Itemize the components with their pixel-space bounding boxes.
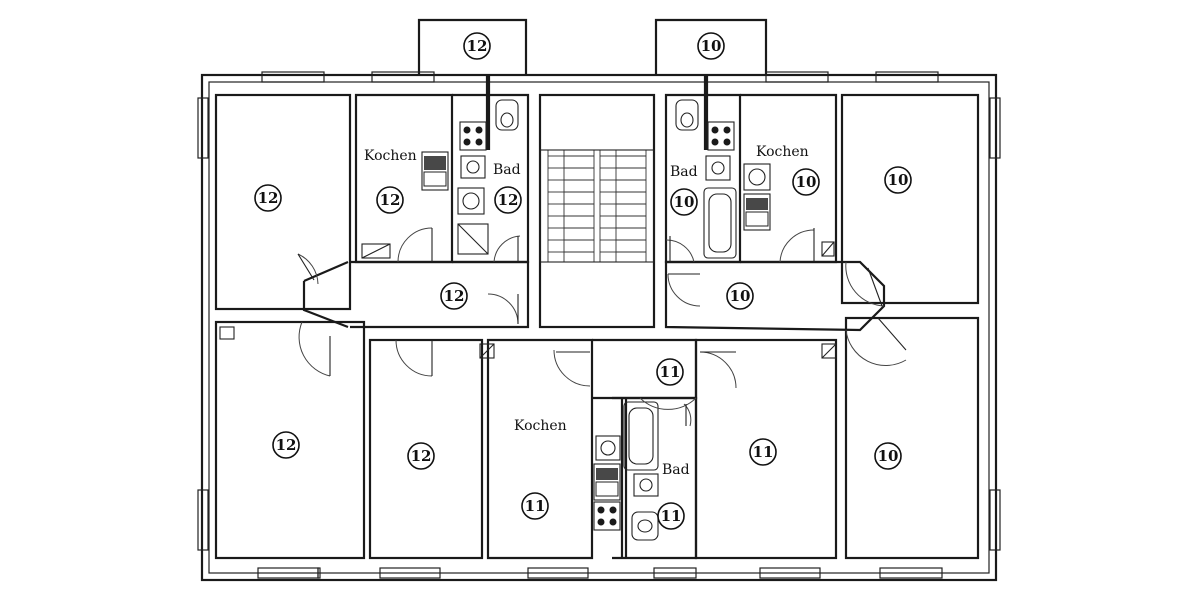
svg-text:11: 11	[660, 363, 681, 381]
room-bottom-right: 10	[874, 442, 902, 470]
stove-icon	[459, 121, 487, 151]
room-top-kitchen-left: 12	[376, 186, 404, 214]
bathtub-icon	[703, 187, 737, 259]
corner-mark-icon	[219, 326, 235, 340]
room-bottom-left: 12	[272, 431, 300, 459]
chimney-icon	[479, 343, 495, 359]
room-bottom-hall: 11	[656, 358, 684, 386]
stove-icon	[707, 121, 735, 151]
room-top-kitchen-right: 10	[792, 168, 820, 196]
sink-icon	[421, 151, 449, 191]
outer-walls	[200, 73, 998, 582]
bath-label-top-right: Bad	[670, 164, 698, 180]
bathtub-icon	[623, 401, 659, 471]
svg-text:10: 10	[796, 173, 817, 191]
svg-text:11: 11	[661, 507, 682, 525]
svg-text:12: 12	[444, 287, 465, 305]
room-bottom-4: 11	[749, 438, 777, 466]
svg-text:12: 12	[276, 436, 297, 454]
washing-machine-icon	[457, 187, 485, 215]
svg-text:11: 11	[525, 497, 546, 515]
room-bottom-kitchen: 11	[521, 492, 549, 520]
kitchen-label-top-right: Kochen	[756, 144, 809, 160]
room-bottom-bath: 11	[657, 502, 685, 530]
svg-text:12: 12	[380, 191, 401, 209]
svg-text:10: 10	[674, 193, 695, 211]
interior-walls-top	[214, 76, 980, 332]
room-hall-left: 12	[440, 282, 468, 310]
staircase	[539, 149, 655, 263]
bath-label-bottom: Bad	[662, 462, 690, 478]
svg-text:10: 10	[701, 37, 722, 55]
room-top-bath-right: 10	[670, 188, 698, 216]
room-top-left: 12	[254, 184, 282, 212]
balcony-left	[417, 18, 528, 75]
svg-text:12: 12	[411, 447, 432, 465]
radiator-icon	[361, 243, 391, 259]
room-balcony-right: 10	[697, 32, 725, 60]
doors	[297, 227, 907, 427]
toilet-icon	[495, 99, 519, 131]
chimney-icon	[821, 343, 837, 359]
stove-icon	[593, 501, 621, 531]
washbasin-icon	[460, 155, 486, 179]
interior-walls-bottom	[214, 316, 980, 560]
svg-text:10: 10	[888, 171, 909, 189]
kitchen-label-top-left: Kochen	[364, 148, 417, 164]
balcony-right	[654, 18, 768, 75]
bath-label-top-left: Bad	[493, 162, 521, 178]
svg-text:12: 12	[258, 189, 279, 207]
svg-text:10: 10	[730, 287, 751, 305]
room-top-right: 10	[884, 166, 912, 194]
washing-machine-icon	[743, 163, 771, 191]
windows	[197, 71, 1001, 579]
washbasin-icon	[633, 473, 659, 497]
shower-icon	[457, 223, 489, 255]
svg-text:12: 12	[467, 37, 488, 55]
sink-icon	[743, 193, 771, 231]
sink-icon	[593, 463, 621, 501]
kitchen-label-bottom: Kochen	[514, 418, 567, 434]
room-balcony-left: 12	[463, 32, 491, 60]
toilet-icon	[675, 99, 699, 131]
room-top-bath-left: 12	[494, 186, 522, 214]
toilet-icon	[631, 511, 659, 541]
room-hall-right: 10	[726, 282, 754, 310]
washbasin-icon	[705, 155, 731, 181]
washing-machine-icon	[595, 435, 621, 461]
svg-text:12: 12	[498, 191, 519, 209]
svg-text:10: 10	[878, 447, 899, 465]
radiator-icon	[821, 241, 835, 257]
room-bottom-2: 12	[407, 442, 435, 470]
svg-text:11: 11	[753, 443, 774, 461]
